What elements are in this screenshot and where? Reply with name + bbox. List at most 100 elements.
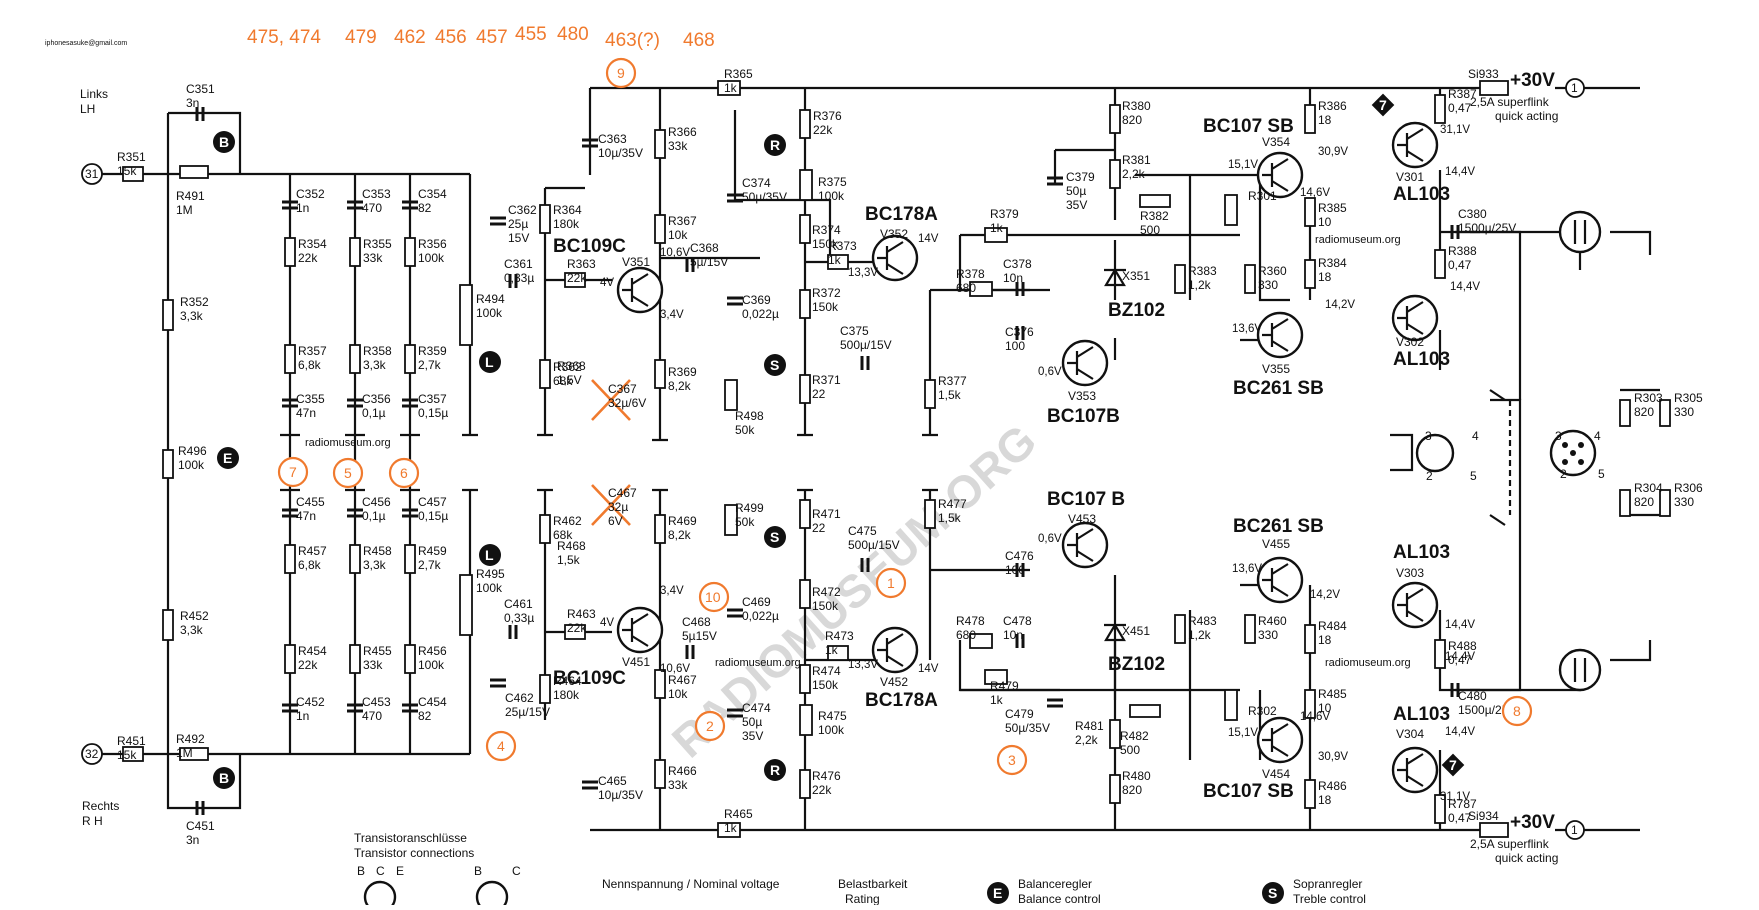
header-number: 475, 474 [247,27,321,48]
resistor [1434,249,1446,279]
resistor [1109,719,1121,749]
din-socket-small [1415,433,1455,473]
component-label-r301: R301 [1248,189,1277,203]
svg-text:B: B [219,770,229,786]
transistor-v353 [1061,339,1109,387]
header-number: 468 [683,30,715,51]
transistor-ref: V451 [622,655,650,669]
fuse-bottom-rating2: quick acting [1495,851,1558,865]
resistor [1304,104,1316,134]
resistor [404,237,416,267]
resistor [1304,624,1316,654]
transistor-ref: V353 [1068,389,1096,403]
svg-text:E: E [993,885,1002,901]
svg-text:E: E [223,450,232,466]
svg-text:4: 4 [1594,429,1601,443]
resistor [654,359,666,389]
svg-text:R: R [770,762,780,778]
voltage: 4V [600,277,614,289]
transistor-type: BC178A [865,690,938,711]
voltage: 15,1V [1228,727,1258,739]
control-letter-S [764,354,786,376]
svg-text:2: 2 [1426,469,1433,483]
pot-r301 [1224,194,1238,226]
resistor [799,579,811,609]
pot-r302 [1224,689,1238,721]
resistor [162,609,174,641]
svg-text:1: 1 [887,575,895,591]
din-connectors [1390,389,1597,526]
transistor-v351 [616,266,664,314]
resistor [924,499,936,529]
voltage: 30,9V [1318,751,1348,763]
legend-balance-en: Balance control [1018,892,1101,905]
transistor-ref: V301 [1396,170,1424,184]
svg-text:5: 5 [1470,469,1477,483]
annotation-markers: 1 2 3 4 5 6 7 8 9 10 [277,57,1533,776]
input-node-31-label: 31 [85,167,99,181]
legend-letter-S [1262,882,1284,904]
transistor-ref: V351 [622,255,650,269]
svg-text:6: 6 [400,465,408,481]
transistor-type: AL103 [1393,184,1450,205]
voltage: 14,2V [1325,299,1355,311]
svg-text:5: 5 [344,465,352,481]
header-number: 479 [345,27,377,48]
resistor [404,644,416,674]
voltage: 14,4V [1445,619,1475,631]
voltage: 14,6V [1300,711,1330,723]
watermark: radiomuseum.org [715,657,801,669]
voltage: 13,6V [1232,323,1262,335]
resistor [984,669,1008,685]
zener-ref: X451 [1122,624,1150,638]
watermark: radiomuseum.org [1325,657,1411,669]
legend-transistor-en: Transistor connections [354,846,474,860]
resistor [654,214,666,244]
resistor [122,746,144,762]
svg-text:7: 7 [1449,757,1457,773]
resistor [1659,489,1671,517]
svg-text:9: 9 [617,65,625,81]
pot-r496 [162,449,174,479]
supply-top-node-label: 1 [1571,81,1578,95]
svg-text:3: 3 [1425,429,1432,443]
resistor [984,227,1008,243]
resistor [349,344,361,374]
capacitors [195,107,1460,815]
voltage: 13,6V [1232,563,1262,575]
resistor [539,204,551,234]
resistor [1434,94,1446,124]
resistor [539,674,551,704]
resistors [122,80,1671,838]
